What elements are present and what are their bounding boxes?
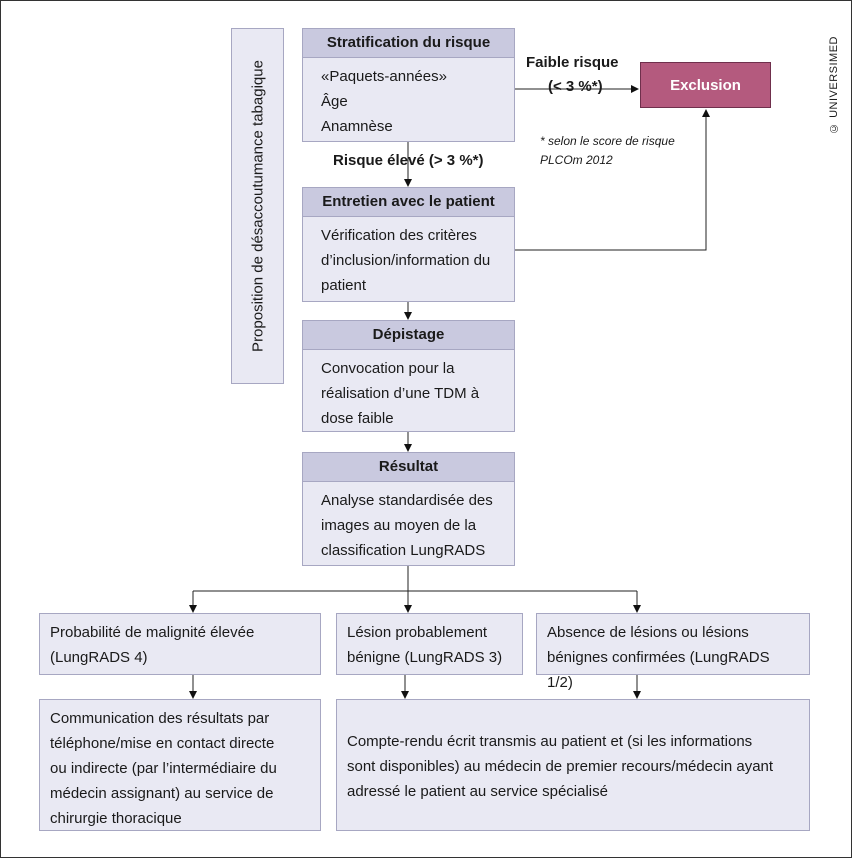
compte-rendu-line: sont disponibles) au médecin de premier … (347, 758, 774, 775)
compte-rendu-line: Compte-rendu écrit transmis au patient e… (347, 733, 753, 750)
entretien-title: Entretien avec le patient (303, 188, 514, 217)
communication-line: ou indirecte (par l’intermédiaire du (50, 760, 277, 777)
communication-line: téléphone/mise en contact directe (50, 735, 275, 752)
outcome-line: (LungRADS 4) (50, 649, 148, 666)
outcome-no-lesion: Absence de lésions ou lésions bénignes c… (536, 613, 810, 691)
communication-line: médecin assignant) au service de (50, 785, 274, 802)
entretien-box: Entretien avec le patient Vérification d… (302, 187, 515, 302)
entretien-line: Vérification des critères (321, 227, 477, 244)
stratification-line: Anamnèse (321, 118, 393, 135)
depistage-box: Dépistage Convocation pour la réalisatio… (302, 320, 515, 432)
low-risk-label: Faible risque (526, 54, 619, 71)
outcome-high-malignancy: Probabilité de malignité élevée (LungRAD… (39, 613, 321, 675)
outcome-line: Probabilité de malignité élevée (50, 624, 255, 641)
depistage-line: Convocation pour la (321, 360, 455, 377)
resultat-line: Analyse standardisée des (321, 492, 493, 509)
outcome-line: Absence de lésions ou lésions (547, 624, 749, 641)
outcome-line: Lésion probablement (347, 624, 488, 641)
arrow-entretien-to-exclusion (515, 109, 710, 251)
outcome-line: bénigne (LungRADS 3) (347, 649, 503, 666)
outcome-probably-benign: Lésion probablement bénigne (LungRADS 3) (336, 613, 523, 675)
stratification-line: Âge (321, 93, 348, 110)
exclusion-box: Exclusion (640, 62, 771, 108)
resultat-box: Résultat Analyse standardisée des images… (302, 452, 515, 566)
stratification-line: «Paquets-années» (321, 68, 447, 85)
resultat-line: images au moyen de la (321, 517, 477, 534)
copyright-label: © UNIVERSIMED (828, 36, 840, 134)
communication-box: Communication des résultats par téléphon… (39, 699, 321, 831)
low-risk-threshold: (< 3 %*) (548, 78, 603, 95)
smoking-cessation-label: Proposition de désaccoutumance tabagique (249, 60, 266, 352)
outcome-line: bénignes confirmées (LungRADS 1/2) (547, 649, 770, 691)
stratification-title: Stratification du risque (303, 29, 514, 58)
depistage-line: dose faible (321, 410, 394, 427)
resultat-title: Résultat (303, 453, 514, 482)
communication-line: Communication des résultats par (50, 710, 270, 727)
smoking-cessation-sidebar: Proposition de désaccoutumance tabagique (231, 28, 284, 384)
compte-rendu-line: adressé le patient au service spécialisé (347, 783, 608, 800)
entretien-line: patient (321, 277, 367, 294)
footnote-line-2: PLCOm 2012 (540, 153, 613, 167)
stratification-box: Stratification du risque «Paquets-années… (302, 28, 515, 142)
compte-rendu-box: Compte-rendu écrit transmis au patient e… (336, 699, 810, 831)
depistage-title: Dépistage (303, 321, 514, 350)
depistage-line: réalisation d’une TDM à (321, 385, 480, 402)
footnote-line-1: * selon le score de risque (540, 134, 675, 148)
communication-line: chirurgie thoracique (50, 810, 182, 827)
entretien-line: d’inclusion/information du (321, 252, 491, 269)
resultat-line: classification LungRADS (321, 542, 486, 559)
high-risk-label: Risque élevé (> 3 %*) (333, 152, 484, 169)
